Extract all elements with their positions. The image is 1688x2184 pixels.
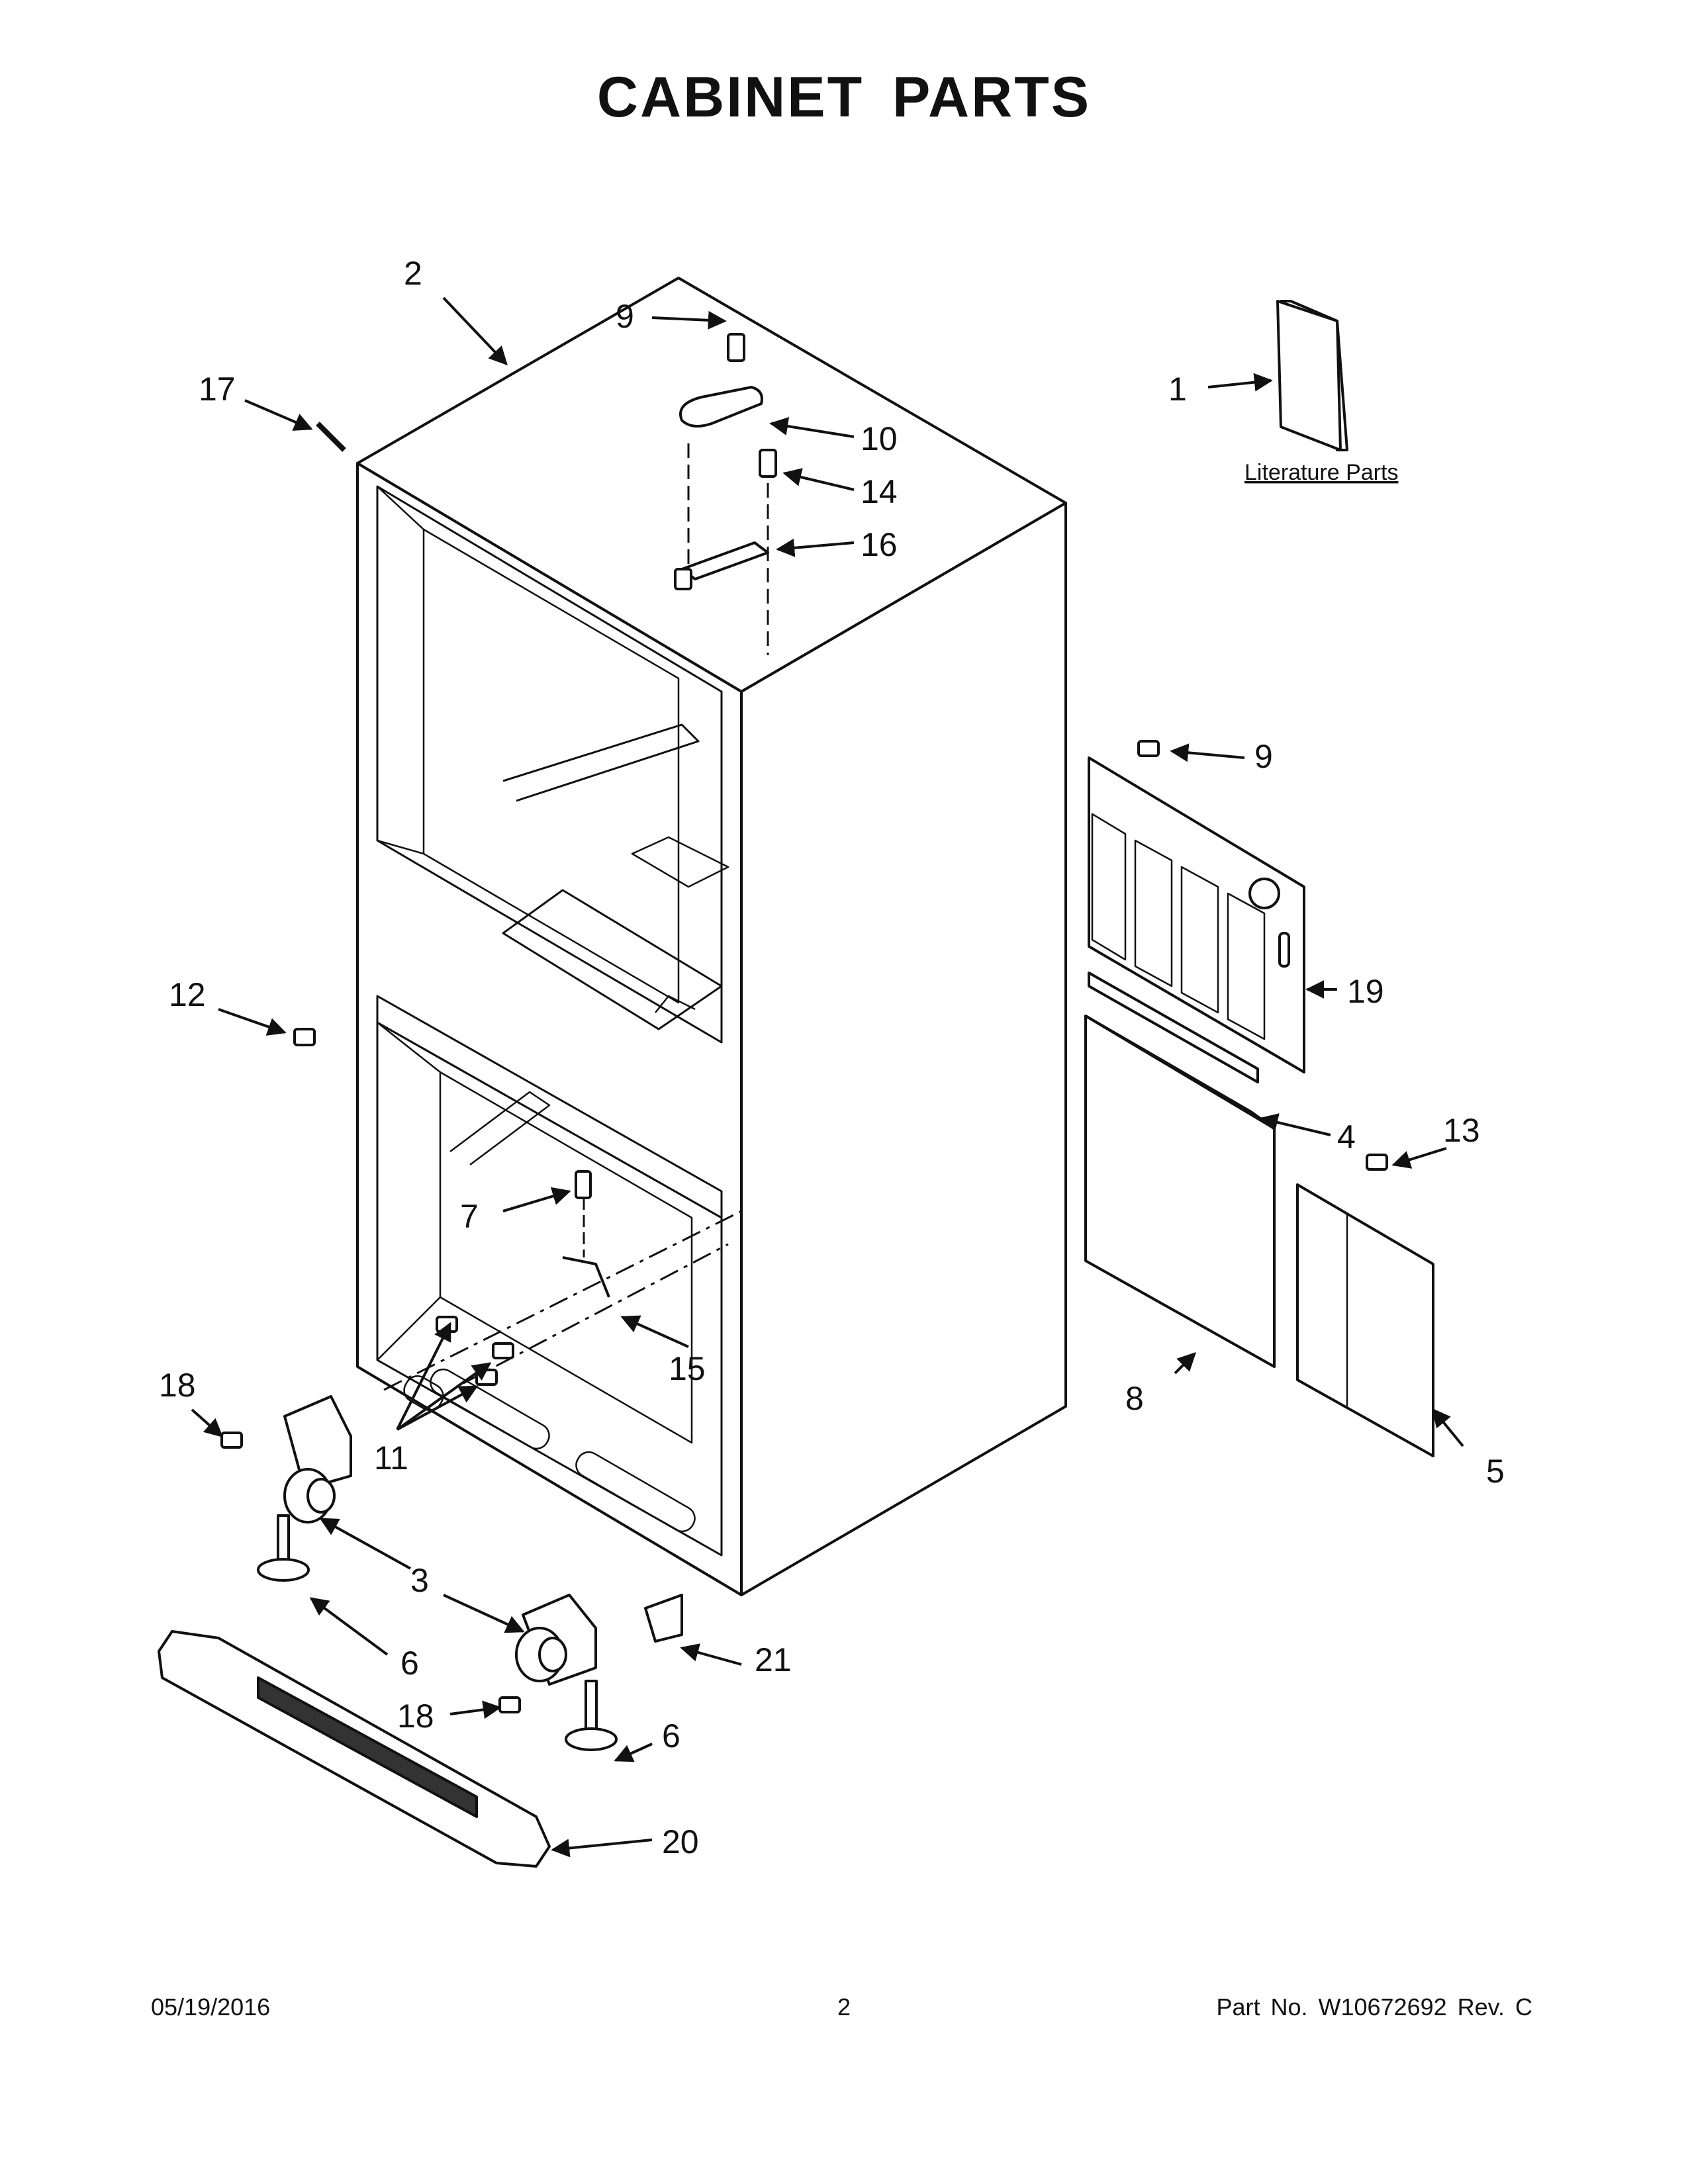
footer-part-number: Part No. W10672692 Rev. C xyxy=(1216,1993,1532,2021)
callout-20: 20 xyxy=(662,1823,699,1860)
literature-parts-label: Literature Parts xyxy=(1244,460,1398,485)
callout-12: 12 xyxy=(169,976,206,1013)
leader-arrows xyxy=(191,296,1464,1858)
callout-14: 14 xyxy=(861,473,898,510)
callout-4: 4 xyxy=(1337,1118,1356,1156)
toe-grille xyxy=(158,1630,551,1868)
callout-18-lower: 18 xyxy=(397,1698,434,1735)
callout-2: 2 xyxy=(404,255,422,292)
callout-6-right: 6 xyxy=(662,1717,680,1754)
callout-7: 7 xyxy=(460,1198,479,1235)
callout-labels: 1 Literature Parts 2 9 10 14 16 17 12 9 … xyxy=(159,255,1505,1860)
page-title: CABINET PARTS xyxy=(596,66,1092,129)
callout-10: 10 xyxy=(861,420,898,457)
callout-8: 8 xyxy=(1125,1380,1144,1417)
cabinet xyxy=(356,277,1067,1596)
callout-18-upper: 18 xyxy=(159,1367,196,1404)
footer-date: 05/19/2016 xyxy=(151,1993,271,2021)
callout-1: 1 xyxy=(1168,371,1187,408)
callout-6-left: 6 xyxy=(400,1645,419,1682)
callout-5: 5 xyxy=(1486,1453,1505,1490)
callout-21: 21 xyxy=(755,1641,792,1678)
callout-16: 16 xyxy=(861,526,898,563)
rear-panels xyxy=(1084,740,1434,1457)
callout-3: 3 xyxy=(410,1562,429,1599)
callout-9-rear: 9 xyxy=(1254,738,1273,775)
callout-13: 13 xyxy=(1443,1112,1480,1149)
footer-page-number: 2 xyxy=(837,1993,851,2021)
callout-15: 15 xyxy=(669,1350,706,1387)
callout-19: 19 xyxy=(1347,973,1384,1010)
callout-11: 11 xyxy=(374,1439,408,1477)
literature-booklet xyxy=(1276,300,1348,451)
top-hinge-assembly xyxy=(674,333,777,655)
callout-17: 17 xyxy=(199,371,236,408)
callout-9-top: 9 xyxy=(616,298,634,335)
